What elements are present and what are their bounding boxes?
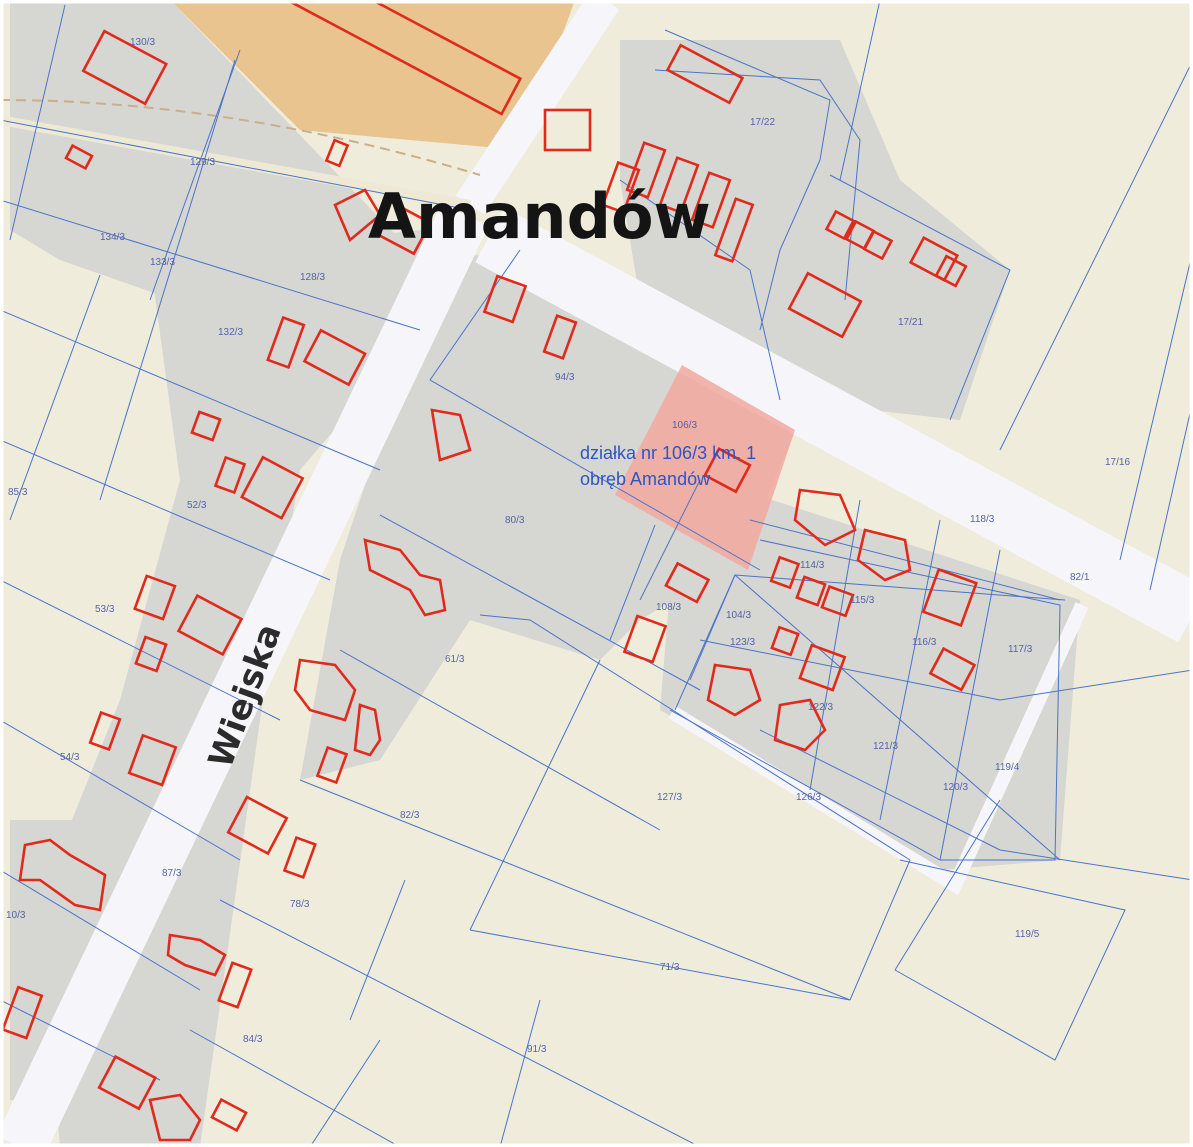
town-label: Amandów: [368, 180, 711, 253]
road-west: [0, 115, 471, 210]
parcel-label: 52/3: [187, 500, 207, 511]
parcel-label: 121/3: [873, 741, 898, 752]
parcel-label: 104/3: [726, 610, 751, 621]
plot-annotation-line2: obręb Amandów: [580, 469, 711, 489]
parcel-label: 119/4: [995, 762, 1020, 773]
parcel-label: 17/21: [898, 317, 923, 328]
parcel-label: 82/3: [400, 810, 420, 821]
parcel-label: 106/3: [672, 420, 697, 431]
parcel-label: 127/3: [657, 792, 682, 803]
buildings: [1, 0, 978, 1142]
parcel-label: 117/3: [1008, 644, 1033, 655]
parcel-labels: 130/3 129/3 134/3 133/3 128/3 132/3 17/2…: [6, 37, 1130, 1055]
plot-annotation-line1: działka nr 106/3 km. 1: [580, 443, 756, 463]
parcel-label: 61/3: [445, 654, 465, 665]
parcel-label: 71/3: [660, 962, 680, 973]
parcel-label: 80/3: [505, 515, 525, 526]
parcel-label: 122/3: [808, 702, 833, 713]
parcel-label: 120/3: [943, 782, 968, 793]
parcel-label: 17/22: [750, 117, 775, 128]
parcel-label: 115/3: [850, 595, 875, 606]
parcel-label: 54/3: [60, 752, 80, 763]
parcel-label: 130/3: [130, 37, 155, 48]
parcel-label: 134/3: [100, 232, 125, 243]
parcel-label: 85/3: [8, 487, 28, 498]
road-amandow: [475, 207, 1193, 643]
parcel-label: 132/3: [218, 327, 243, 338]
parcel-label: 87/3: [162, 868, 182, 879]
parcel-label: 126/3: [796, 792, 821, 803]
parcel-label: 118/3: [970, 514, 995, 525]
parcel-label: 91/3: [527, 1044, 547, 1055]
parcel-label: 119/5: [1015, 929, 1040, 940]
parcel-label: 82/1: [1070, 572, 1090, 583]
parcel-label: 116/3: [912, 637, 937, 648]
parcel-label: 10/3: [6, 910, 26, 921]
parcel-label: 94/3: [555, 372, 575, 383]
parcel-label: 123/3: [730, 637, 755, 648]
road-north: [455, 0, 620, 215]
parcel-label: 78/3: [290, 899, 310, 910]
dirt-path: [0, 99, 481, 176]
road-wiejska: [0, 203, 489, 1147]
parcel-label: 133/3: [150, 257, 175, 268]
parcel-label: 128/3: [300, 272, 325, 283]
parcel-label: 84/3: [243, 1034, 263, 1045]
field-area: [170, 0, 575, 150]
parcel-label: 17/16: [1105, 457, 1130, 468]
parcel-label: 129/3: [190, 157, 215, 168]
parcel-label: 108/3: [656, 602, 681, 613]
parcel-label: 114/3: [800, 560, 825, 571]
parcel-label: 53/3: [95, 604, 115, 615]
highlighted-plot[interactable]: [615, 365, 795, 570]
